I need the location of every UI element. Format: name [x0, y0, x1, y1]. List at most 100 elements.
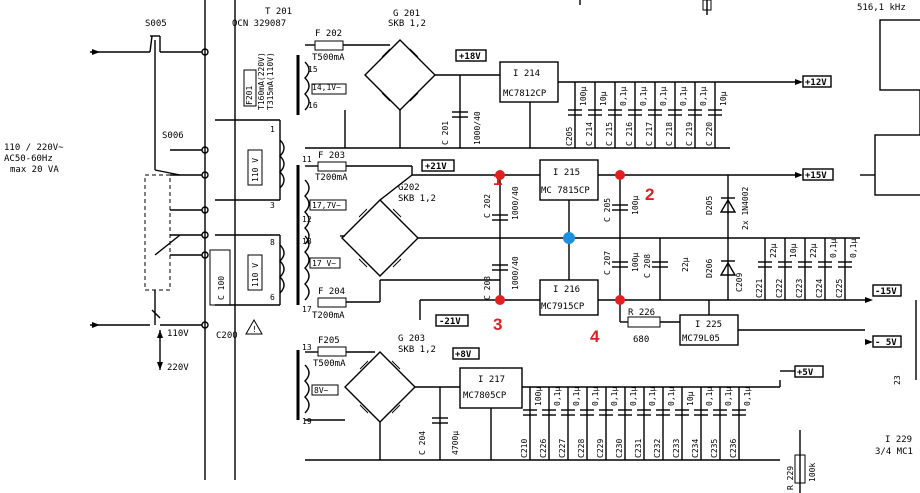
primary-windings: 110 V 110 V 1 3 8 6 C 100 C200 ! [209, 119, 285, 341]
primary-1-label: 110 V [251, 158, 260, 182]
capacitor-label: C225 [835, 279, 844, 298]
capacitor-value: 0,1µ [743, 387, 752, 406]
reg-i215-label: I 215 [553, 168, 580, 178]
diode-part: 2x 1N4002 [741, 186, 750, 230]
tag-minus21v: -21V [439, 317, 461, 327]
r226-label: R 226 [628, 308, 655, 318]
c201-label: C 201 [441, 121, 450, 145]
pin-12: 12 [302, 215, 312, 224]
r229-val: 100k [808, 463, 817, 482]
capacitor-value: 100µ [579, 87, 588, 106]
bridge-g202-pins: SKB 1,2 [398, 194, 436, 204]
fuse-f201-val2: T315mA(110V) [266, 52, 275, 110]
capacitor-label: C 219 [685, 122, 694, 146]
bridge-g203-pins: SKB 1,2 [398, 345, 436, 355]
pin-1: 1 [270, 125, 275, 134]
mains-input: 110 / 220V~ AC50-60Hz max 20 VA [4, 49, 150, 328]
fuse-f201-label: F201 [245, 86, 254, 105]
c208-val: 22µ [681, 257, 690, 272]
pin-11: 11 [302, 155, 312, 164]
winding-18v: 14,1V~ [312, 83, 341, 92]
warning-icon [245, 318, 263, 335]
marker-dot-1 [495, 170, 505, 180]
winding-17v: 17 V~ [312, 259, 336, 268]
switch-s005-label: S005 [145, 19, 167, 29]
capacitor-label: C 216 [625, 122, 634, 146]
marker-1: 1 [493, 170, 502, 189]
marker-4: 4 [590, 327, 600, 346]
capacitor-value: 0,1µ [679, 87, 688, 106]
capacitor-value: 0,1µ [849, 239, 858, 258]
winding-17-7v: 17,7V~ [312, 201, 341, 210]
fuse-f202-val: T500mA [312, 53, 345, 63]
capacitor-label: C229 [596, 439, 605, 458]
right-edge: 516,1 kHz 23 [579, 0, 920, 385]
fuse-f204-val: T200mA [312, 311, 345, 321]
pin-13: 13 [302, 343, 312, 352]
pin-16: 16 [308, 101, 318, 110]
svg-text:23: 23 [893, 375, 902, 385]
capacitor: C 218 0,1µ [665, 82, 688, 148]
capacitor-value: 0,1µ [648, 387, 657, 406]
reg-i214-label: I 214 [513, 69, 540, 79]
switch-s006-label: S006 [162, 131, 184, 141]
reg-i216-part: MC7915CP [541, 302, 585, 312]
capacitor-label: C 214 [585, 122, 594, 146]
c208-label: C 208 [643, 254, 652, 278]
capacitor-value: 0,1µ [553, 387, 562, 406]
tag-18v: +18V [459, 52, 481, 62]
capacitor-label: C222 [775, 279, 784, 298]
c202-val: 1000/40 [511, 186, 520, 220]
capacitor-label: C234 [691, 439, 700, 458]
fuse-f203-label: F 203 [318, 151, 345, 161]
capacitor-value: 0,1µ [724, 387, 733, 406]
reg-i216-label: I 216 [553, 285, 580, 295]
capacitor-label: C221 [755, 279, 764, 298]
capacitor-value: 100µ [534, 387, 543, 406]
reg-i215-part: MC 7815CP [541, 186, 590, 196]
c202-label: C 202 [483, 194, 492, 218]
fuse-f203-val: T200mA [315, 173, 348, 183]
capacitor-value: 0,1µ [829, 239, 838, 258]
reg-i225-label: I 225 [695, 320, 722, 330]
reg-i214-part: MC7812CP [503, 89, 547, 99]
capacitor-value: 22µ [809, 243, 818, 258]
capacitor-label: C 218 [665, 122, 674, 146]
mains-frequency-label: AC50-60Hz [4, 154, 53, 164]
v110-label: 110V [167, 329, 189, 339]
capacitor-value: 0,1µ [705, 387, 714, 406]
marker-dot-ground [563, 232, 575, 244]
pin-19: 19 [302, 417, 312, 426]
capacitor-label: C232 [653, 439, 662, 458]
capacitor-value: 0,1µ [629, 387, 638, 406]
c204-val: 4700µ [451, 431, 460, 455]
reg-i217-label: I 217 [478, 375, 505, 385]
bridge-g203-label: G 203 [398, 334, 425, 344]
pin-15: 15 [308, 65, 318, 74]
capacitor-label: C 220 [705, 122, 714, 146]
switch-s006: S006 110V 220V [144, 131, 209, 373]
r226-val: 680 [633, 335, 649, 345]
capacitor-label: C228 [577, 439, 586, 458]
capacitor-value: 0,1µ [591, 387, 600, 406]
marker-dot-2 [615, 170, 625, 180]
winding-8v: 8V~ [314, 386, 329, 395]
capacitor-value: 10µ [599, 91, 608, 106]
capacitor-label: C231 [634, 439, 643, 458]
c205b-val: 100µ [631, 196, 640, 215]
capacitor-label: C227 [558, 439, 567, 458]
capacitor-value: 0,1µ [572, 387, 581, 406]
pin-17: 17 [302, 305, 312, 314]
capacitor: C227 0,1µ [558, 387, 581, 460]
tag-plus8v: +8V [455, 350, 472, 360]
r229-label: R 229 [786, 466, 795, 490]
